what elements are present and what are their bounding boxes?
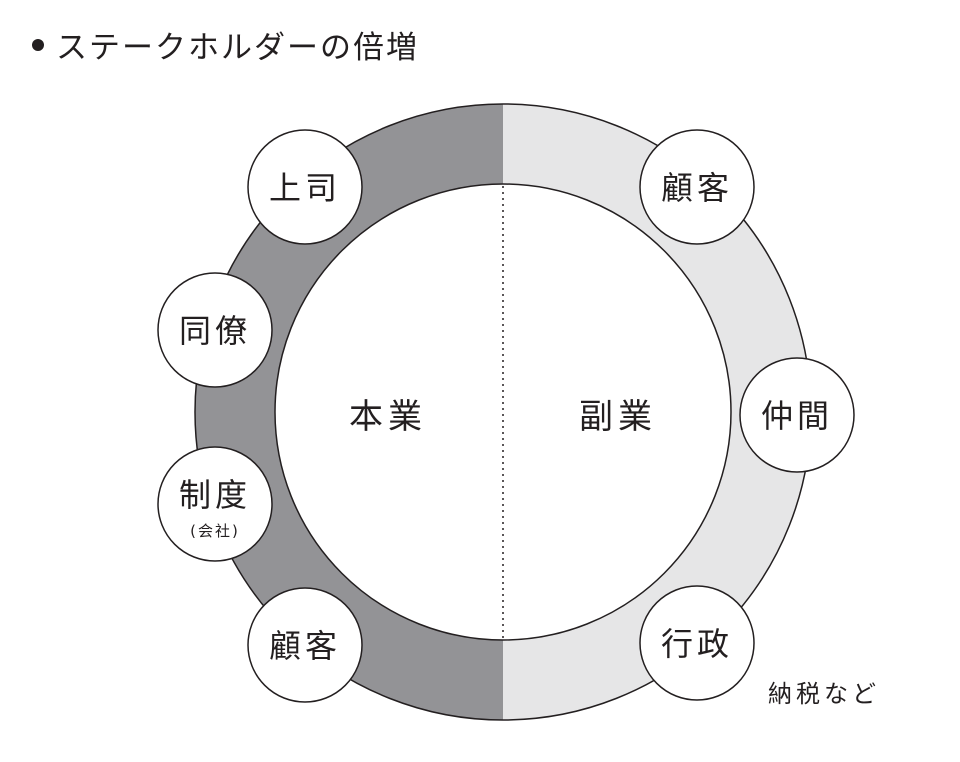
- main-job-label: 本業: [349, 397, 427, 437]
- node-companion: 仲間: [739, 357, 855, 473]
- node-customer-right: 顧客: [639, 129, 755, 245]
- node-sub-label: (会社): [190, 522, 240, 540]
- inner-circle: [274, 183, 732, 641]
- node-government: 行政: [639, 585, 755, 701]
- diagram-title: ステークホルダーの倍増: [32, 22, 419, 67]
- node-label: 顧客: [661, 169, 733, 207]
- node-label: 行政: [661, 625, 733, 663]
- node-label: 仲間: [761, 397, 833, 435]
- node-customer-left: 顧客: [247, 587, 363, 703]
- node-label: 同僚: [179, 312, 251, 350]
- node-colleague: 同僚: [157, 272, 273, 388]
- node-system: 制度 (会社): [157, 446, 273, 562]
- side-job-label: 副業: [579, 397, 657, 437]
- node-boss: 上司: [247, 129, 363, 245]
- node-label: 顧客: [269, 627, 341, 665]
- tax-note: 納税など: [768, 680, 880, 708]
- title-text: ステークホルダーの倍増: [56, 30, 419, 66]
- node-label: 制度: [179, 476, 251, 514]
- node-label: 上司: [269, 169, 341, 207]
- title-bullet-icon: [32, 38, 44, 51]
